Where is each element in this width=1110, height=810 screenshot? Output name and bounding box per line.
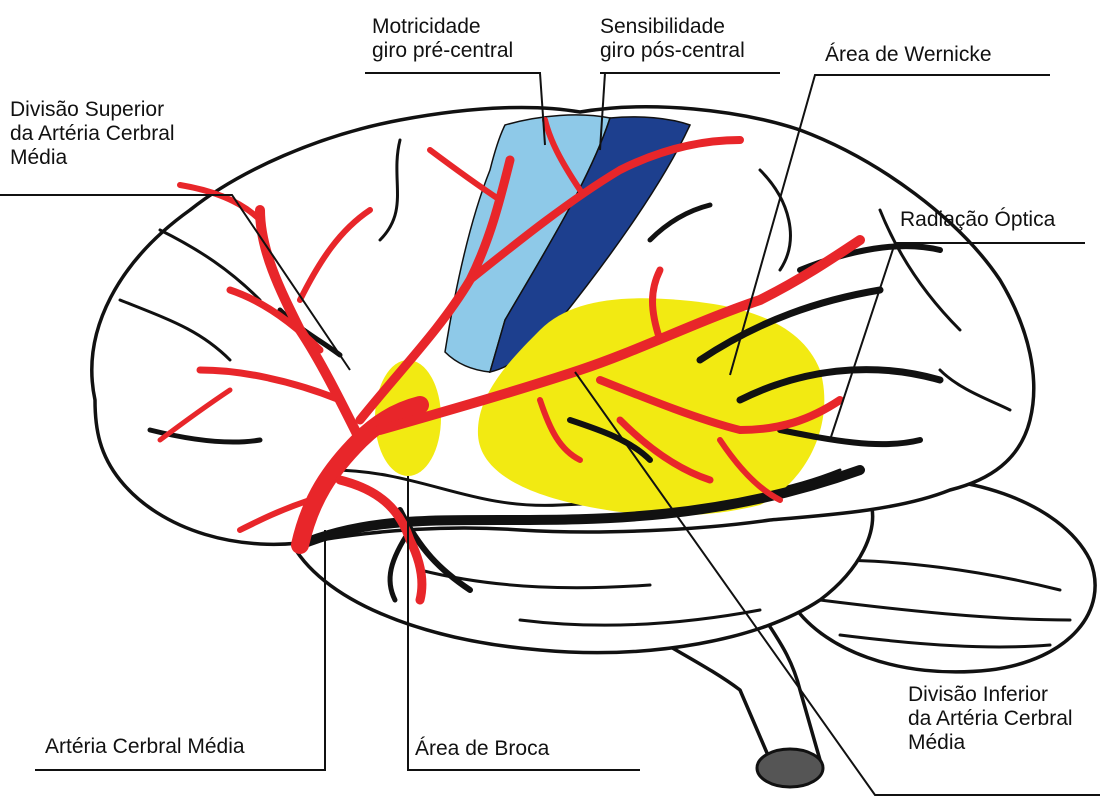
optic-radiation-label: Radiação Óptica	[900, 208, 1055, 232]
inferior-division-label-line-3: Média	[908, 731, 1073, 755]
broca-label: Área de Broca	[415, 737, 549, 761]
motor-label-line-1: Motricidade	[372, 15, 513, 39]
superior-division-label: Divisão Superior da Artéria Cerbral Médi…	[10, 98, 175, 170]
superior-division-label-line-1: Divisão Superior	[10, 98, 175, 122]
sensory-label-line-2: giro pós-central	[600, 39, 745, 63]
wernicke-label: Área de Wernicke	[825, 43, 992, 67]
superior-division-label-line-3: Média	[10, 146, 175, 170]
inferior-division-label-line-2: da Artéria Cerbral	[908, 707, 1073, 731]
sensory-label-line-1: Sensibilidade	[600, 15, 745, 39]
motor-label-line-2: giro pré-central	[372, 39, 513, 63]
sensory-label: Sensibilidade giro pós-central	[600, 15, 745, 63]
superior-division-label-line-2: da Artéria Cerbral	[10, 122, 175, 146]
motor-label: Motricidade giro pré-central	[372, 15, 513, 63]
inferior-division-label-line-1: Divisão Inferior	[908, 683, 1073, 707]
inferior-division-label: Divisão Inferior da Artéria Cerbral Médi…	[908, 683, 1073, 755]
brain-stem-end	[757, 749, 823, 787]
mca-label: Artéria Cerbral Média	[45, 735, 245, 759]
mca-leader	[35, 530, 325, 770]
